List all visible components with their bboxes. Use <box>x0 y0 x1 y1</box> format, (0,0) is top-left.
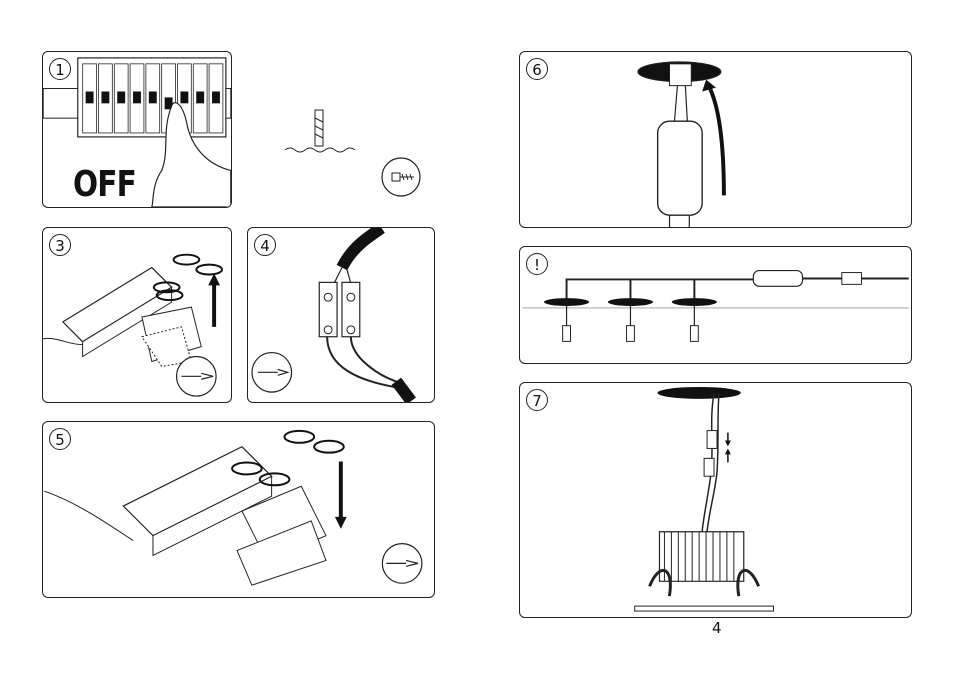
step-5-panel: 5 <box>42 421 435 598</box>
step-1-number: 1 <box>49 58 71 80</box>
luminaire-connection-illustration <box>520 383 911 617</box>
step-3-panel: 3 <box>42 227 232 403</box>
driver-insertion-illustration <box>520 52 911 227</box>
driver-opening-illustration <box>43 228 231 402</box>
step-5-number: 5 <box>49 428 71 450</box>
screw-icon <box>380 156 422 198</box>
breaker-panel-illustration <box>43 52 231 207</box>
step-4-panel: 4 <box>247 227 435 403</box>
off-label: OFF <box>73 164 136 205</box>
wiring-chain-illustration <box>520 247 911 363</box>
step-1-panel: 1 OFF <box>42 51 232 208</box>
warning-panel: ! <box>519 246 912 364</box>
wall-plug-illustration <box>285 108 355 158</box>
step-3-number: 3 <box>49 234 71 256</box>
step-7-panel: 7 <box>519 382 912 618</box>
step-6-panel: 6 <box>519 51 912 228</box>
warning-number: ! <box>526 253 548 275</box>
page-number: 4 <box>712 619 722 637</box>
driver-closing-illustration <box>43 422 434 597</box>
terminal-block-illustration <box>248 228 434 402</box>
step-6-number: 6 <box>526 58 548 80</box>
step-7-number: 7 <box>526 389 548 411</box>
step-4-number: 4 <box>254 234 276 256</box>
